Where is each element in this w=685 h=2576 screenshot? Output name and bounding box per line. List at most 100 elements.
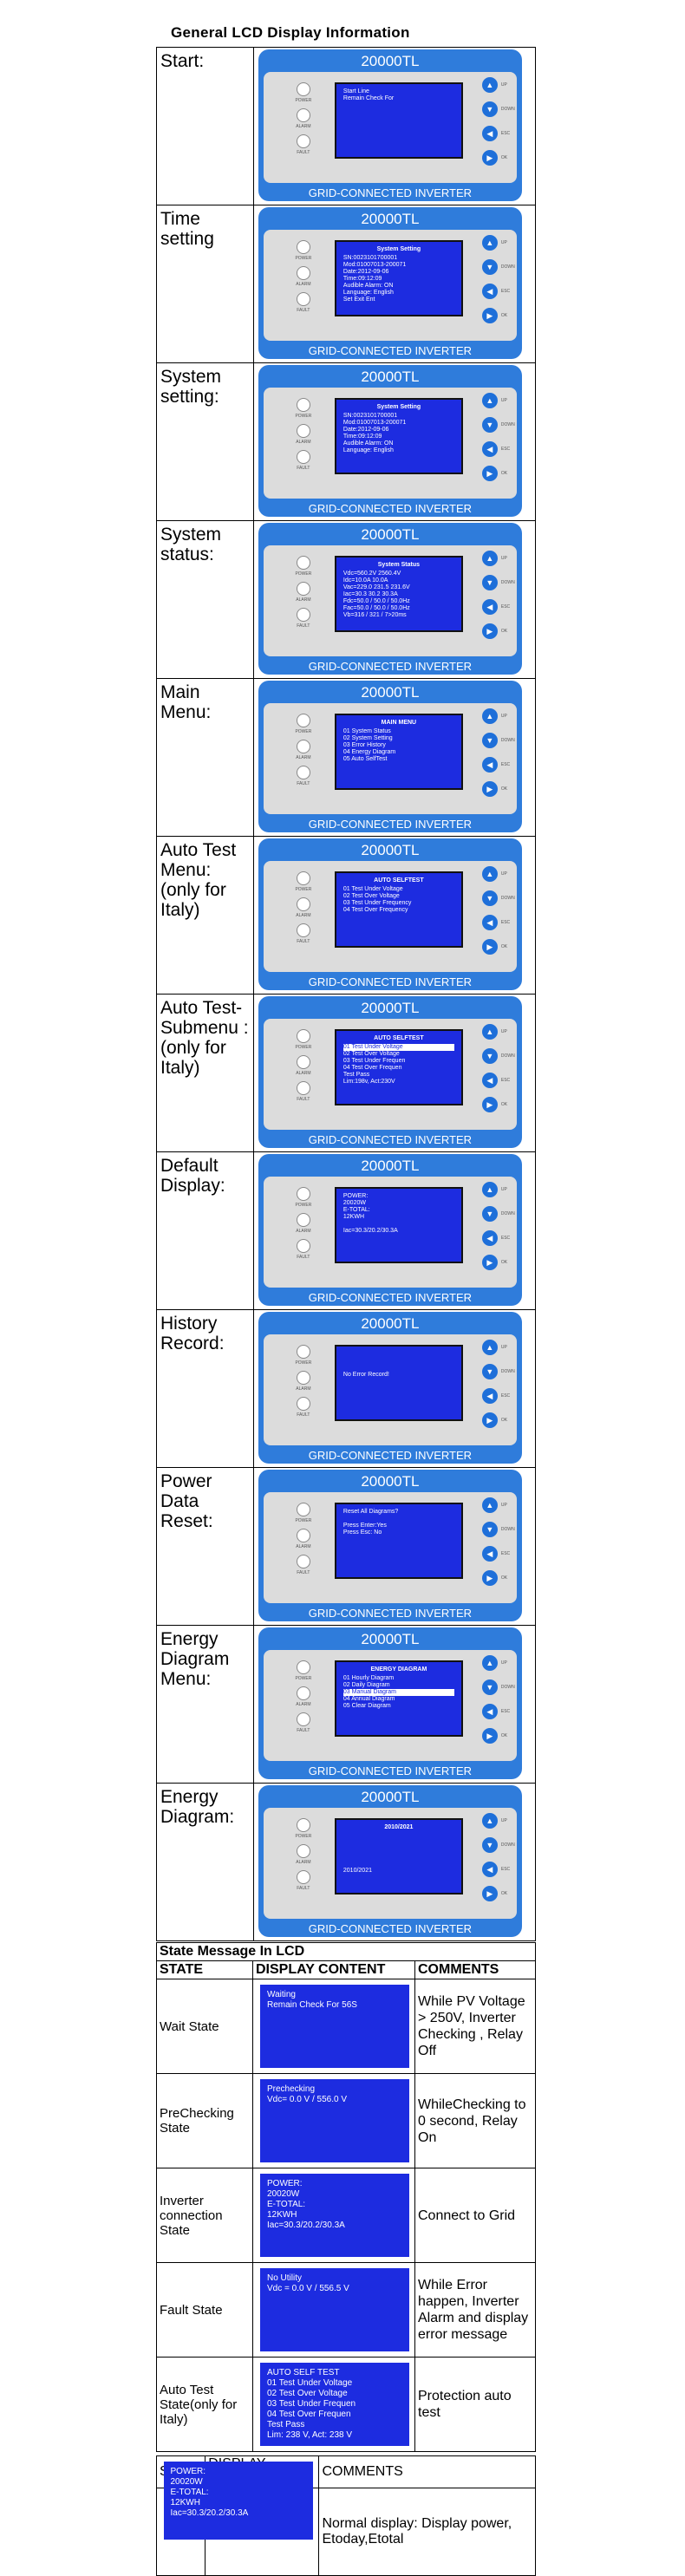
screen-line [343,1833,454,1840]
esc-button[interactable]: ◀ESC [481,915,510,930]
down-button[interactable]: ▼DOWN [481,1206,515,1222]
down-button[interactable]: ▼DOWN [481,890,515,906]
led-label: POWER [295,256,312,261]
button-column: ▲UP ▼DOWN ◀ESC ▶OK [481,1340,517,1437]
up-button[interactable]: ▲UP [481,708,507,724]
section-title: State Message In LCD [156,1942,536,1961]
led-label: FAULT [297,1412,310,1418]
normal-screen-line: POWER: [170,2466,206,2476]
ok-button[interactable]: ▶OK [481,150,507,166]
down-button[interactable]: ▼DOWN [481,1048,515,1064]
down-button[interactable]: ▼DOWN [481,733,515,748]
screen-line: Fac=50.0 / 50.0 / 50.0Hz [342,605,410,611]
up-button[interactable]: ▲UP [481,1024,507,1040]
down-button[interactable]: ▼DOWN [481,1522,515,1537]
screen-line: 05 Clear Diagram [342,1703,391,1709]
esc-button[interactable]: ◀ESC [481,441,510,457]
ok-button[interactable]: ▶OK [481,1886,507,1901]
esc-button[interactable]: ◀ESC [481,1862,510,1877]
inverter-model: 20000TL [361,53,420,69]
screen-line: 04 Test Over Frequen [342,1065,402,1071]
esc-button[interactable]: ◀ESC [481,1073,510,1088]
screen-title: AUTO SELFTEST [374,877,424,884]
inverter-model: 20000TL [361,211,420,227]
up-button[interactable]: ▲UP [481,1182,507,1197]
led-label: POWER [295,729,312,734]
ok-button[interactable]: ▶OK [481,781,507,797]
ok-button[interactable]: ▶OK [481,1412,507,1428]
esc-button[interactable]: ◀ESC [481,757,510,773]
up-button[interactable]: ▲UP [481,1340,507,1355]
screen-line: E-TOTAL: [342,1207,370,1213]
esc-button[interactable]: ◀ESC [481,1704,510,1719]
ok-button[interactable]: ▶OK [481,1570,507,1586]
screen-title: ENERGY DIAGRAM [370,1666,427,1673]
up-button[interactable]: ▲UP [481,866,507,882]
led-label: FAULT [297,1728,310,1733]
down-button[interactable]: ▼DOWN [481,575,515,590]
down-button[interactable]: ▼DOWN [481,1679,515,1695]
led-label: ALARM [296,1860,311,1865]
state-screen-line: 02 Test Over Voltage [267,2389,348,2398]
esc-button[interactable]: ◀ESC [481,599,510,615]
state-row: Auto Test State(only for Italy)AUTO SELF… [156,2357,536,2452]
ok-button[interactable]: ▶OK [481,939,507,955]
down-button[interactable]: ▼DOWN [481,101,515,117]
ok-button[interactable]: ▶OK [481,1097,507,1112]
down-button[interactable]: ▼DOWN [481,1837,515,1853]
down-button[interactable]: ▼DOWN [481,417,515,433]
ok-button[interactable]: ▶OK [481,1255,507,1270]
led-label: POWER [295,1360,312,1366]
led-label: POWER [295,571,312,577]
screen-line: 04 Energy Diagram [342,749,396,755]
esc-button[interactable]: ◀ESC [481,284,510,299]
up-button[interactable]: ▲UP [481,77,507,93]
ok-button[interactable]: ▶OK [481,1728,507,1744]
fault-led [296,923,310,937]
down-button[interactable]: ▼DOWN [481,259,515,275]
up-label: UP [500,82,507,88]
state-screen-line: 03 Test Under Frequen [267,2399,356,2409]
row-label: Energy Diagram: [156,1783,254,1941]
esc-button[interactable]: ◀ESC [481,126,510,141]
led-label: ALARM [296,1544,311,1549]
up-button[interactable]: ▲UP [481,1497,507,1513]
state-name: PreChecking State [156,2073,253,2168]
power-led [296,398,310,412]
row-label: Energy Diagram Menu: [156,1625,254,1784]
screen-line: 02 System Setting [342,735,393,741]
up-button[interactable]: ▲UP [481,393,507,408]
up-button[interactable]: ▲UP [481,1655,507,1671]
up-button[interactable]: ▲UP [481,235,507,251]
alarm-led [296,1529,310,1542]
ok-button[interactable]: ▶OK [481,466,507,481]
led-label: POWER [295,1203,312,1208]
esc-button[interactable]: ◀ESC [481,1546,510,1562]
up-button[interactable]: ▲UP [481,1813,507,1829]
led-label: FAULT [297,1255,310,1260]
esc-button[interactable]: ◀ESC [481,1230,510,1246]
screen-line [343,1351,454,1358]
down-button[interactable]: ▼DOWN [481,1364,515,1379]
up-button[interactable]: ▲UP [481,551,507,566]
esc-button[interactable]: ◀ESC [481,1388,510,1404]
power-led [296,1029,310,1043]
ok-button[interactable]: ▶OK [481,623,507,639]
ok-button[interactable]: ▶OK [481,308,507,323]
